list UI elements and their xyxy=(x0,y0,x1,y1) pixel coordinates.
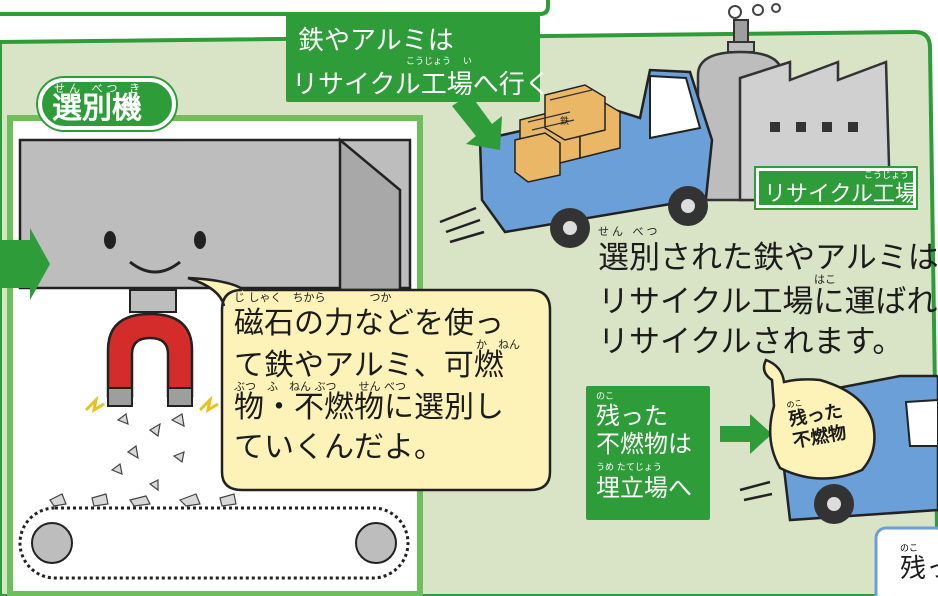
bubble-furigana-1: じ しゃく ちから つか xyxy=(234,291,392,304)
landfill-caption-text: のこ 残った 不燃物は うめ たてじょう 埋立場へ xyxy=(596,392,692,502)
smoke-ring-icon xyxy=(771,3,781,13)
bubble-line-4: ていくんだよ。 xyxy=(234,430,444,465)
corner-card xyxy=(874,526,938,596)
speech-bubble-shape xyxy=(187,276,552,492)
arrow-to-truck-icon xyxy=(452,94,502,150)
recycle-caption-line2: リサイクル工場へ行く xyxy=(292,70,551,100)
recycle-caption xyxy=(286,12,540,102)
bubble-line-3: 物・不燃物に選別し xyxy=(234,390,504,425)
landfill-caption xyxy=(586,386,710,520)
bubble-line-1: 磁石の力などを使っ xyxy=(234,306,504,341)
arrow-to-landfill-icon xyxy=(720,414,772,454)
corner-card-label: 残っ xyxy=(900,554,938,584)
landfill-furigana-1: のこ xyxy=(596,392,615,402)
factory-icon xyxy=(696,19,892,202)
description-text: せん べつ 選別された鉄やアルミは はこ リサイクル工場に運ばれ リサイクルされ… xyxy=(598,226,938,362)
description-furigana-1: せん べつ xyxy=(598,225,661,238)
corner-card-furigana: のこ xyxy=(900,544,919,554)
landfill-line-1: 残った xyxy=(596,402,668,430)
description-line-3: リサイクルされます。 xyxy=(598,324,904,360)
description-furigana-2: はこ xyxy=(814,273,836,286)
recycling-truck-icon xyxy=(478,68,714,248)
title-text: 選別機 xyxy=(52,91,142,126)
title-label xyxy=(38,78,176,130)
smoke-ring-icon xyxy=(728,5,742,19)
left-arrow-icon xyxy=(0,228,50,300)
factory-sign-text: リサイクル工場 xyxy=(764,182,917,207)
title-furigana: せん べつ き xyxy=(54,82,144,95)
sack-label: のこ 残った 不燃物 xyxy=(786,392,848,454)
description-line-1: 選別された鉄やアルミは xyxy=(598,240,938,276)
smoke-ring-icon xyxy=(752,4,764,16)
corner-card-text: のこ 残っ xyxy=(900,544,938,584)
factory-sign-furigana: こうじょう xyxy=(864,171,910,181)
speech-bubble-text: じ しゃく ちから つか 磁石の力などを使っ か ねん て鉄やアルミ、可燃 ぶつ… xyxy=(234,292,520,468)
factory-sign xyxy=(756,168,916,208)
magnet-icon xyxy=(106,312,194,407)
crate-label: 鉄 xyxy=(560,117,570,127)
garbage-sack-icon xyxy=(762,358,876,480)
landfill-furigana-3: うめ たてじょう xyxy=(596,463,662,473)
landfill-line-3: 埋立場へ xyxy=(596,474,692,502)
recycle-caption-furigana: こうじょう い xyxy=(406,57,472,67)
recycle-caption-line1: 鉄やアルミは xyxy=(298,26,454,56)
bubble-line-2: て鉄やアルミ、可燃 xyxy=(234,348,504,383)
conveyor-belt-icon xyxy=(18,506,410,580)
bubble-furigana-2: か ねん xyxy=(476,338,520,351)
sorting-machine-icon xyxy=(18,137,412,313)
landfill-line-2: 不燃物は xyxy=(596,430,692,458)
bubble-furigana-3: ぶつ ふ ねん ぶつ せん べつ xyxy=(234,380,406,393)
description-line-2: リサイクル工場に運ばれ xyxy=(598,284,938,320)
